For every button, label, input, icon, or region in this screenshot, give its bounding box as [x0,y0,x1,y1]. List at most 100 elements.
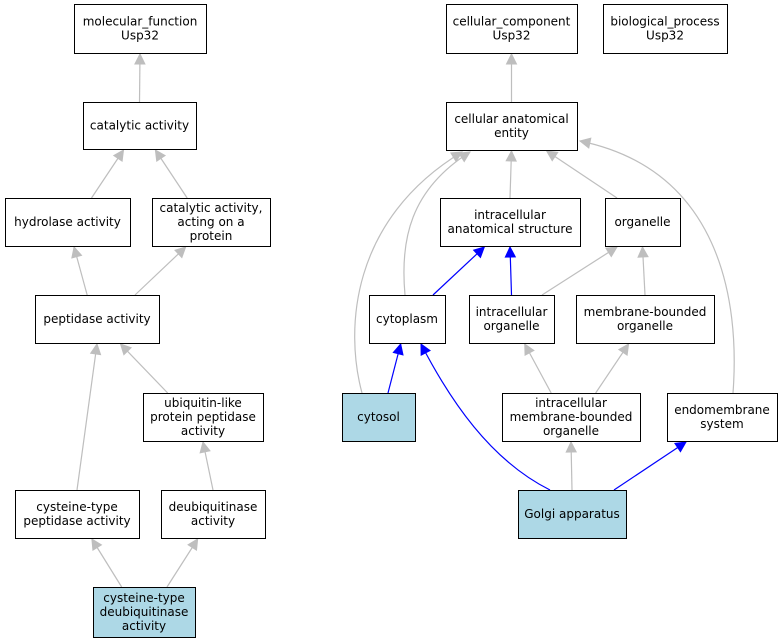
node-box [469,295,555,344]
edge-intracellular-organelle-to-organelle [541,246,618,296]
edge-organelle-to-cellular-anatomical-entity [545,150,618,199]
arrowhead-icon [545,150,559,162]
edge-line [76,343,98,491]
node-golgi-apparatus[interactable]: Golgi apparatus [518,490,627,539]
edge-cysteine-type-deubiquitinase-to-deubiquitinase-activity [166,538,199,588]
edge-cysteine-type-peptidase-to-peptidase-activity [76,342,102,491]
node-label: catalytic activity [90,119,189,133]
node-label: cytoplasm [376,312,438,326]
arrowhead-icon [637,245,649,258]
node-label: cytosol [357,410,400,424]
edge-line [120,343,169,394]
node-label: protein peptidase [150,410,256,424]
arrowhead-icon [458,151,471,163]
node-box [35,295,160,344]
arrowhead-icon [504,245,517,258]
arrowhead-icon [578,137,592,149]
edge-ubiquitin-like-peptidase-to-peptidase-activity [119,343,169,394]
arrowhead-icon [505,149,517,162]
edge-line [420,343,551,491]
node-label: deubiquitinase [100,605,189,619]
arrowhead-icon [89,342,102,356]
node-label: membrane-bounded [510,410,633,424]
node-label: catalytic activity, [160,201,263,215]
edge-line [354,151,463,394]
edge-line [579,140,735,394]
node-label: activity [181,424,225,438]
node-label: protein [190,229,233,243]
edge-layer [71,52,735,588]
node-label: cellular anatomical [454,112,568,126]
arrowhead-icon [565,440,578,453]
edge-peptidase-activity-to-catalytic-activity-protein [134,246,187,296]
node-label: membrane-bounded [584,305,707,319]
node-box [518,490,627,539]
node-label: organelle [614,215,670,229]
node-box [502,393,641,442]
node-label: Usp32 [646,29,684,43]
node-label: cysteine-type [103,591,185,605]
node-box [152,198,271,247]
node-catalytic-activity[interactable]: catalytic activity [83,102,197,150]
arrowhead-icon [524,343,535,356]
node-label: peptidase activity [23,514,130,528]
arrowhead-icon [617,343,630,356]
edge-golgi-apparatus-to-endomembrane-system [613,441,687,491]
node-peptidase-activity[interactable]: peptidase activity [35,295,160,344]
node-label: deubiquitinase [169,500,258,514]
node-label: organelle [543,424,599,438]
node-hydrolase-activity[interactable]: hydrolase activity [5,198,131,247]
arrowhead-icon [450,151,463,163]
arrowhead-icon [71,245,83,259]
node-box [667,393,778,442]
node-cytoplasm[interactable]: cytoplasm [369,295,446,344]
node-box [83,102,197,150]
edge-intracellular-membrane-bounded-organelle-to-intracellular-organelle [524,343,552,394]
edge-intracellular-membrane-bounded-organelle-to-membrane-bounded-organelle [595,343,630,394]
node-box [5,198,131,247]
arrowhead-icon [392,342,404,356]
edge-cytosol-to-cytoplasm [387,342,404,394]
edge-golgi-apparatus-to-cytoplasm [420,343,551,491]
node-label: organelle [617,319,673,333]
edge-hydrolase-activity-to-catalytic-activity [91,149,125,199]
node-box [603,4,728,54]
edge-line [134,246,187,296]
node-label: acting on a [177,215,244,229]
node-box [93,587,196,638]
node-label: intracellular [474,208,546,222]
node-organelle[interactable]: organelle [605,198,681,247]
node-label: cysteine-type [36,500,118,514]
node-label: hydrolase activity [14,215,121,229]
node-label: ubiquitin-like [164,396,242,410]
node-box [342,393,416,442]
node-label: activity [122,619,166,633]
node-box [15,490,140,539]
node-cytosol[interactable]: cytosol [342,393,416,442]
node-label: Usp32 [493,29,531,43]
edge-intracellular-anatomical-structure-to-cellular-anatomical-entity [505,149,517,199]
edge-cytoplasm-to-intracellular-anatomical-structure [432,246,486,296]
arrowhead-icon [112,149,125,162]
arrowhead-icon [420,343,431,356]
edge-line [432,246,485,296]
edge-catalytic-activity-to-molecular-function [134,52,146,103]
arrowhead-icon [472,246,486,259]
arrowhead-icon [187,538,199,551]
edge-golgi-apparatus-to-intracellular-membrane-bounded-organelle [565,440,578,491]
